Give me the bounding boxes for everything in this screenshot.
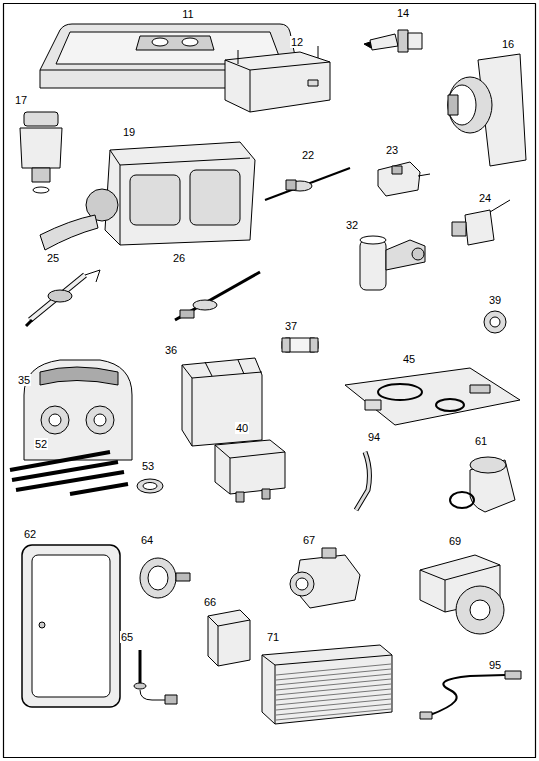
callout-number: 36 <box>164 344 178 356</box>
callout-number: 64 <box>140 534 154 546</box>
callout-number: 52 <box>34 438 48 450</box>
callout-number: 61 <box>474 435 488 447</box>
callout-number: 94 <box>367 431 381 443</box>
callout-number: 66 <box>203 596 217 608</box>
callout-number: 35 <box>17 374 31 386</box>
callout-number: 16 <box>501 38 515 50</box>
callout-number: 22 <box>301 149 315 161</box>
callout-number: 17 <box>14 94 28 106</box>
callout-number: 65 <box>120 631 134 643</box>
callout-number: 39 <box>488 294 502 306</box>
callout-number: 14 <box>396 7 410 19</box>
callout-number: 69 <box>448 535 462 547</box>
callout-number: 12 <box>290 36 304 48</box>
callout-number: 37 <box>284 320 298 332</box>
callout-number: 23 <box>385 144 399 156</box>
callout-number: 45 <box>402 353 416 365</box>
callout-number: 24 <box>478 192 492 204</box>
callout-number: 95 <box>488 659 502 671</box>
callout-number: 11 <box>181 8 194 20</box>
callout-number: 67 <box>302 534 316 546</box>
callout-number: 26 <box>172 252 186 264</box>
callout-number: 19 <box>122 126 136 138</box>
callout-number: 71 <box>266 631 280 643</box>
callout-number: 25 <box>46 252 60 264</box>
callout-number: 53 <box>141 460 155 472</box>
callout-number: 62 <box>23 528 37 540</box>
callout-number: 40 <box>235 422 249 434</box>
callout-number: 32 <box>345 219 359 231</box>
